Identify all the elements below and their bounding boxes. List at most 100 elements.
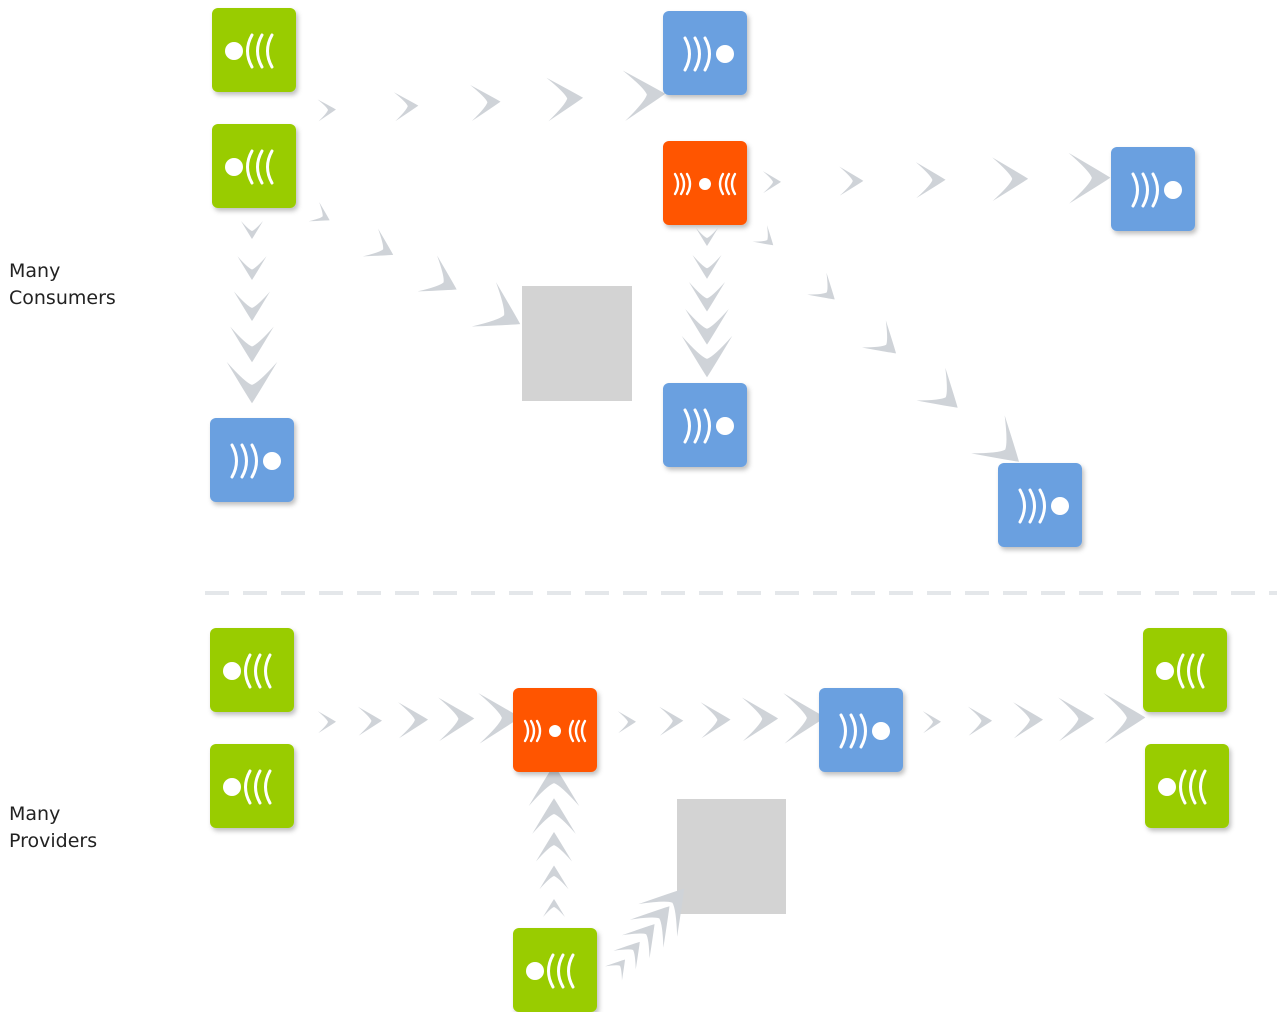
flow-chevron (398, 702, 429, 739)
flow-arrow (681, 228, 733, 378)
section-label-line: Many (9, 803, 61, 825)
flow-chevron (543, 899, 565, 917)
flow-chevron (783, 693, 826, 744)
flow-chevron (692, 255, 722, 279)
flow-chevron (992, 157, 1029, 201)
flow-arrow (308, 201, 521, 327)
receive-waves-icon (225, 149, 274, 185)
flow-chevron (357, 706, 383, 736)
broker-node (663, 141, 747, 225)
section-label-line: Providers (9, 830, 98, 852)
flow-chevron (417, 255, 457, 292)
consumer-node (1143, 628, 1227, 712)
provider-node-tile (998, 463, 1082, 547)
consumer-node (1145, 744, 1229, 828)
consumer-node-tile (513, 928, 597, 1012)
receive-waves-icon (1156, 653, 1205, 689)
send-waves-icon (683, 36, 734, 72)
provider-node (1111, 147, 1195, 231)
flow-chevron (362, 228, 394, 257)
flow-chevron (839, 166, 864, 196)
provider-node-tile (819, 688, 903, 772)
send-waves-icon (839, 713, 890, 749)
flow-chevron (762, 171, 781, 194)
consumer-node-tile (212, 8, 296, 92)
flow-arrow (922, 693, 1146, 744)
receive-waves-icon (526, 953, 575, 989)
flow-arrow (528, 764, 580, 917)
consumer-node (210, 744, 294, 828)
provider-node (998, 463, 1082, 547)
flow-chevron (638, 888, 685, 937)
flow-chevron (535, 831, 573, 862)
consumer-node-tile (210, 744, 294, 828)
flow-arrow (605, 888, 685, 981)
flow-arrow (226, 221, 278, 404)
flow-chevron (752, 225, 774, 246)
provider-node-tile (1111, 147, 1195, 231)
consumer-node (513, 928, 597, 1012)
send-waves-icon (1131, 172, 1182, 208)
flow-chevron (237, 256, 267, 281)
flow-chevron (539, 865, 569, 890)
flow-chevron (230, 326, 274, 363)
flow-chevron (241, 221, 263, 239)
flow-arrow (762, 152, 1111, 204)
send-waves-icon (230, 443, 281, 479)
provider-node-tile (210, 418, 294, 502)
consumer-node (212, 8, 296, 92)
flow-chevron (226, 361, 278, 404)
flow-chevron (532, 798, 576, 834)
relay-waves-icon (673, 172, 737, 196)
flow-chevron (807, 272, 835, 300)
placeholder-block (522, 286, 632, 401)
flow-chevron (621, 924, 655, 959)
flow-chevron (685, 308, 729, 345)
receive-waves-icon (223, 769, 272, 805)
flow-chevron (478, 693, 521, 744)
flow-chevron (681, 335, 733, 378)
send-waves-icon (683, 408, 734, 444)
provider-node (819, 688, 903, 772)
section-label-consumers: Many Consumers (9, 258, 116, 312)
flow-chevron (317, 711, 336, 734)
flow-chevron (1068, 152, 1111, 204)
consumer-node (212, 124, 296, 208)
consumer-node-tile (212, 124, 296, 208)
flow-chevron (470, 85, 501, 122)
flow-chevron (622, 70, 666, 122)
flow-chevron (317, 99, 336, 122)
receive-waves-icon (223, 653, 272, 689)
flow-chevron (967, 706, 993, 736)
flow-chevron (617, 711, 636, 734)
flow-chevron (528, 764, 580, 807)
flow-chevron (393, 92, 419, 122)
receive-waves-icon (225, 33, 274, 69)
flow-arrow (317, 70, 666, 122)
flow-chevron (546, 77, 584, 122)
flow-chevron (916, 367, 958, 408)
flow-chevron (688, 282, 726, 312)
provider-node (663, 383, 747, 467)
flow-chevron (861, 320, 897, 354)
section-label-line: Many (9, 260, 61, 282)
flow-chevron (233, 291, 271, 322)
flow-chevron (700, 702, 731, 739)
flow-chevron (471, 282, 521, 327)
flow-chevron (1013, 702, 1044, 739)
flow-chevron (438, 697, 475, 742)
consumer-node (210, 628, 294, 712)
flow-chevron (629, 906, 670, 948)
flow-chevron (308, 201, 330, 222)
flow-chevron (1058, 697, 1095, 742)
provider-node-tile (663, 11, 747, 95)
section-label-providers: Many Providers (9, 801, 97, 855)
consumer-node-tile (1145, 744, 1229, 828)
consumer-node-tile (1143, 628, 1227, 712)
flow-chevron (613, 941, 640, 970)
flow-chevron (605, 959, 626, 981)
receive-waves-icon (1158, 769, 1207, 805)
flow-chevron (922, 711, 941, 734)
flow-arrow (617, 693, 826, 744)
